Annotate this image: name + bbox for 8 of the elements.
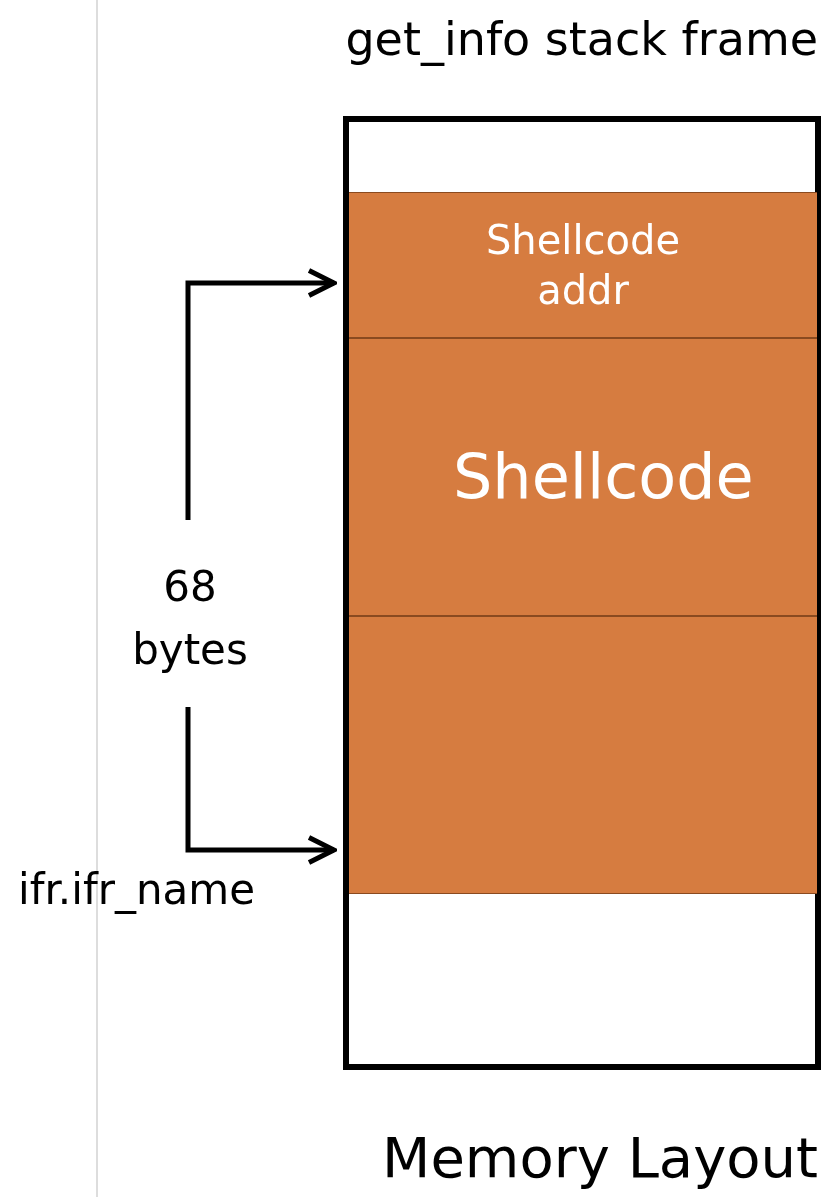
stack-frame-box (343, 116, 821, 1070)
memory-cell (349, 616, 817, 894)
size-label: 68 bytes (131, 561, 249, 676)
pointer-label: ifr.ifr_name (18, 865, 256, 914)
memory-cell: Shellcode addr (349, 192, 817, 338)
title: get_info stack frame (345, 12, 818, 66)
memory-cell: Shellcode (349, 338, 817, 616)
caption: Memory Layout (382, 1125, 818, 1190)
